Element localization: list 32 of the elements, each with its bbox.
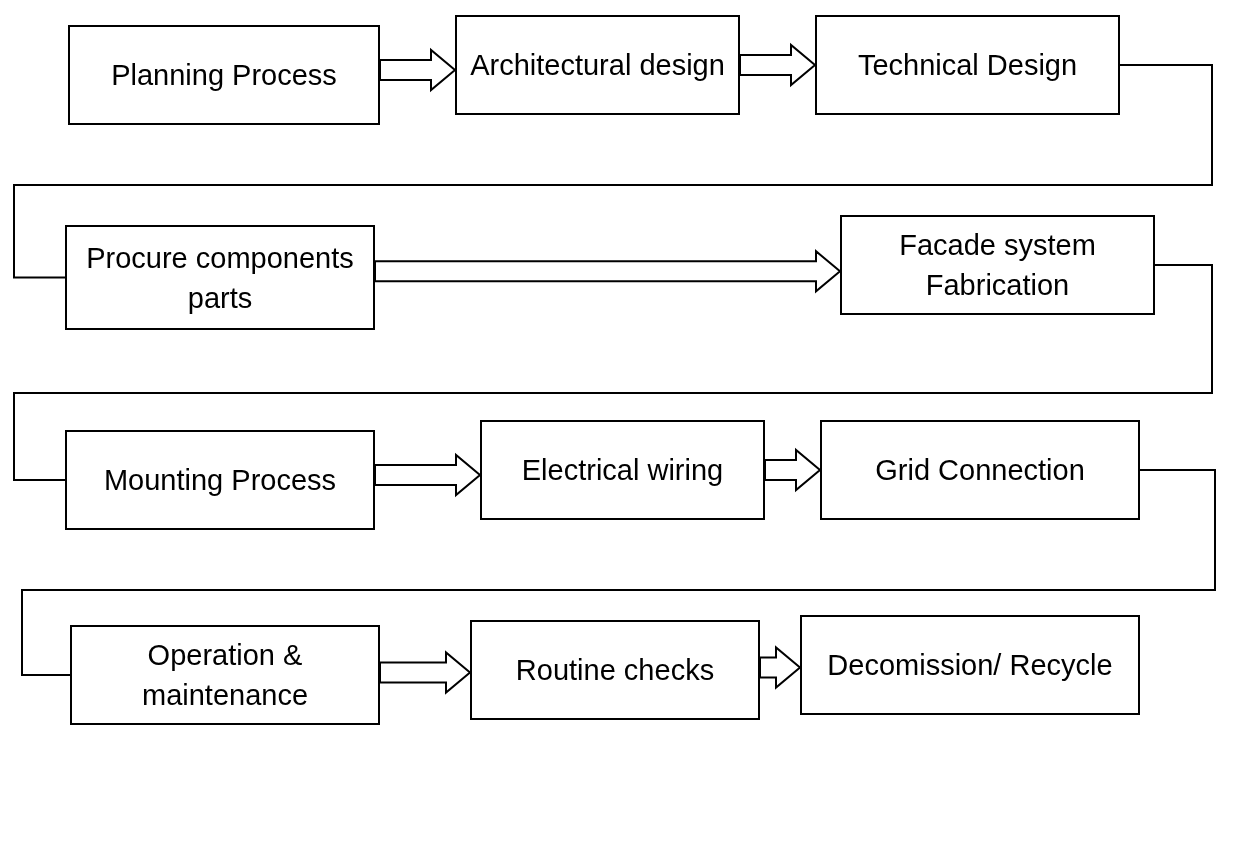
process-box <box>815 15 1120 115</box>
step-label: Mounting Process <box>103 463 337 498</box>
process-box <box>70 625 380 725</box>
process-box <box>470 620 760 720</box>
process-box <box>65 225 375 330</box>
block-arrow <box>379 650 472 695</box>
process-box <box>480 420 765 520</box>
step-label: Planning Process <box>111 58 337 93</box>
process-box <box>455 15 740 115</box>
connector-line <box>21 469 1216 676</box>
process-box <box>820 420 1140 520</box>
process-box <box>840 215 1155 315</box>
step-label: Facade system Fabrication <box>898 228 1097 303</box>
process-box <box>65 430 375 530</box>
connector-line <box>13 64 1213 279</box>
block-arrow <box>739 42 817 88</box>
block-arrow <box>374 452 482 498</box>
process-box <box>800 615 1140 715</box>
step-label: Operation & maintenance <box>140 638 310 713</box>
step-label: Routine checks <box>515 653 715 688</box>
step-label: Technical Design <box>857 48 1078 83</box>
step-label: Decomission/ Recycle <box>827 648 1113 683</box>
step-label: Architectural design <box>470 48 725 83</box>
process-box <box>68 25 380 125</box>
block-arrow <box>759 645 802 690</box>
block-arrow <box>379 47 457 93</box>
step-label: Electrical wiring <box>521 453 724 488</box>
connector-line <box>13 264 1213 481</box>
step-label: Grid Connection <box>875 453 1085 488</box>
block-arrow <box>764 447 822 493</box>
block-arrow <box>374 249 842 294</box>
step-label: Procure components parts <box>85 240 355 316</box>
